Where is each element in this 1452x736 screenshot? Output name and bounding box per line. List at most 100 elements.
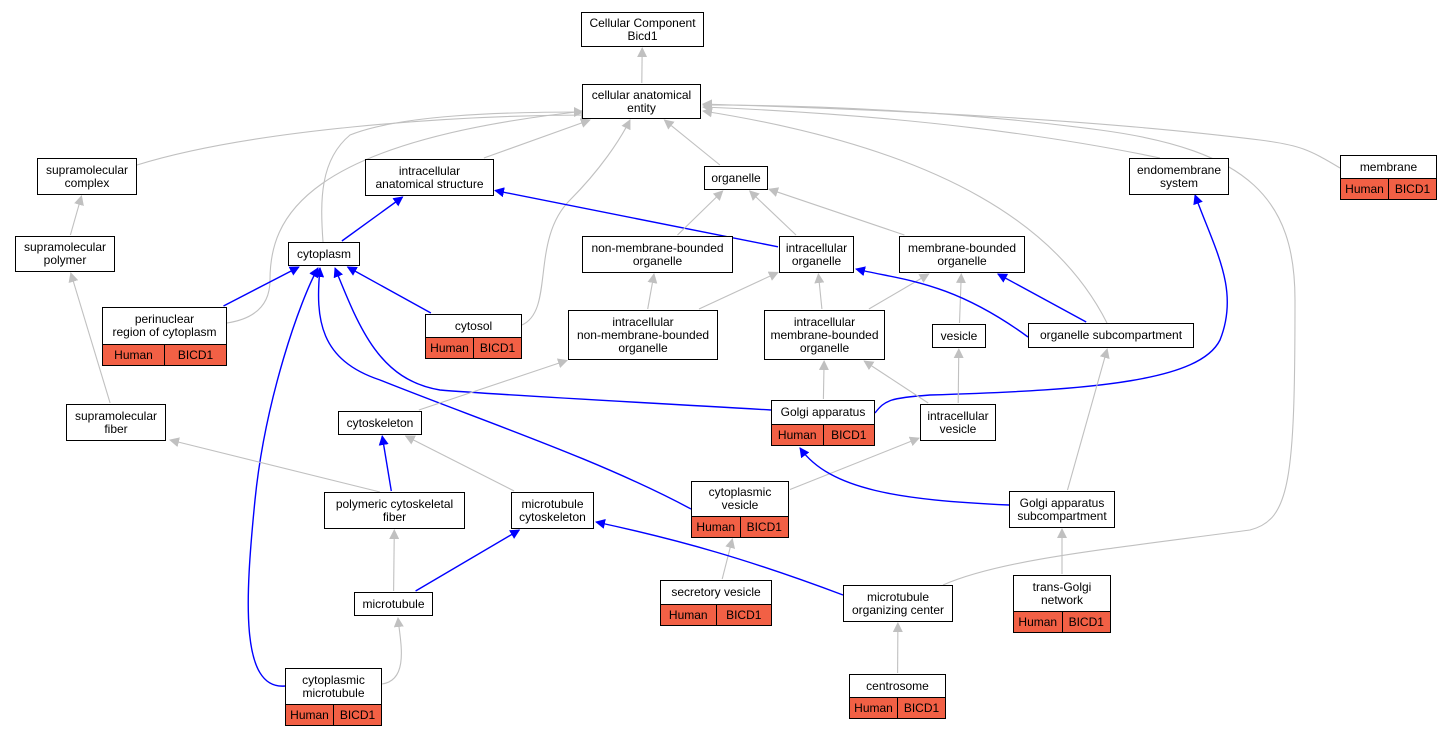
edge-microtubule-to-mtcyto	[415, 529, 521, 592]
gene-cell: BICD1	[333, 705, 381, 725]
edge-intves-to-imbo	[863, 360, 929, 404]
node-label-line: cellular anatomical	[591, 87, 692, 102]
gene-cell: BICD1	[1061, 612, 1110, 632]
species-cell: Human	[286, 705, 333, 725]
node-label-line: vesicle	[939, 421, 977, 436]
edge-suppolymer-to-supcomplex	[69, 195, 84, 236]
node-label: organelle	[705, 167, 767, 189]
edge-mtoc-to-mtcyto	[595, 518, 844, 596]
edge-nmbo-to-organelle	[677, 190, 724, 236]
node-label-line: Golgi apparatus	[780, 405, 866, 419]
edge-golgisub-to-golgi	[799, 447, 1010, 506]
edge-cytves-to-intves	[789, 436, 920, 491]
edge-orgsub-to-cae	[702, 107, 1108, 324]
edge-ias-to-cae	[483, 118, 591, 159]
node-label-line: supramolecular	[45, 162, 129, 177]
edge-perinuclear-to-cae	[226, 105, 596, 324]
node-label-line: organizing center	[851, 602, 945, 617]
node-label-line: organelle subcompartment	[1039, 328, 1183, 342]
node-label-line: fiber	[104, 421, 128, 436]
node-label-line: membrane-bounded	[770, 327, 879, 342]
edge-membrane-to-cae	[702, 99, 1341, 169]
edge-cytmt-to-microtubule	[381, 617, 404, 685]
species-cell: Human	[1341, 179, 1388, 199]
edge-perinuclear-to-cytoplasm	[223, 266, 300, 307]
node-label-line: supramolecular	[74, 408, 158, 423]
edge-polyfiber-to-cytoskeleton	[378, 435, 392, 492]
node-label-line: microtubule	[521, 496, 584, 511]
node-label-line: cytoplasmic	[302, 672, 365, 687]
gene-cell: BICD1	[1388, 179, 1436, 199]
node-label-line: cytoplasm	[296, 246, 352, 261]
node-label: secretory vesicle	[661, 581, 771, 604]
node-label-line: membrane-bounded	[907, 240, 1017, 255]
gene-cell: BICD1	[897, 698, 945, 718]
node-label-line: endomembrane	[1136, 162, 1222, 177]
gene-cell: BICD1	[822, 425, 874, 445]
node-label-line: organelle	[791, 253, 842, 268]
edge-golgi-to-imbo	[818, 360, 829, 400]
node-label-line: non-membrane-bounded	[576, 327, 710, 342]
node-label-line: subcompartment	[1017, 508, 1107, 523]
node-label-line: centrosome	[866, 678, 929, 693]
edge-golgi-to-endomembrane	[874, 194, 1228, 414]
edge-inmbo-to-nmbo	[647, 273, 658, 310]
node-label-line: network	[1040, 592, 1084, 607]
species-cell: Human	[1014, 612, 1062, 632]
node-label-line: secretory vesicle	[671, 585, 761, 599]
node-label: membrane	[1341, 156, 1436, 178]
edge-mtcyto-to-cytoskeleton	[404, 435, 515, 492]
edge-supcomplex-to-cae	[136, 110, 591, 166]
edge-cytoplasm-to-ias	[341, 196, 404, 242]
node-label: cytosol	[426, 315, 521, 337]
edge-inmbo-to-intorg	[698, 271, 779, 310]
gene-cell: BICD1	[715, 605, 771, 625]
species-cell: Human	[103, 345, 164, 365]
edge-vesicle-to-mbo	[955, 273, 966, 324]
edge-secves-to-cytves	[721, 538, 736, 580]
node-label-line: Cellular Component	[589, 15, 696, 30]
edge-intorg-to-organelle	[748, 190, 797, 236]
node-label-line: Bicd1	[627, 28, 658, 43]
node-label-line: intracellular	[612, 314, 674, 329]
node-label-line: intracellular	[398, 163, 461, 178]
edge-microtubule-to-polyfiber	[389, 529, 400, 592]
edge-supfiber-to-suppolymer	[68, 272, 111, 404]
species-cell: Human	[692, 517, 740, 537]
gene-cell: BICD1	[739, 517, 788, 537]
species-cell: Human	[661, 605, 716, 625]
node-label-line: fiber	[382, 509, 407, 524]
edge-imbo-to-mbo	[868, 273, 930, 310]
edge-golgisub-to-orgsub	[1066, 348, 1110, 491]
edge-orgsub-to-intorg	[855, 266, 1029, 338]
node-label-line: cytoplasmic	[708, 485, 772, 499]
